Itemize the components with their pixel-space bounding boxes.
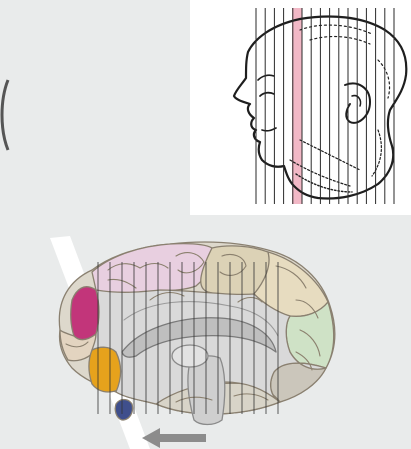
brain-panel bbox=[50, 236, 335, 449]
left-arrow-icon bbox=[142, 428, 206, 448]
edge-artifact bbox=[2, 80, 8, 150]
head-panel bbox=[190, 0, 411, 215]
